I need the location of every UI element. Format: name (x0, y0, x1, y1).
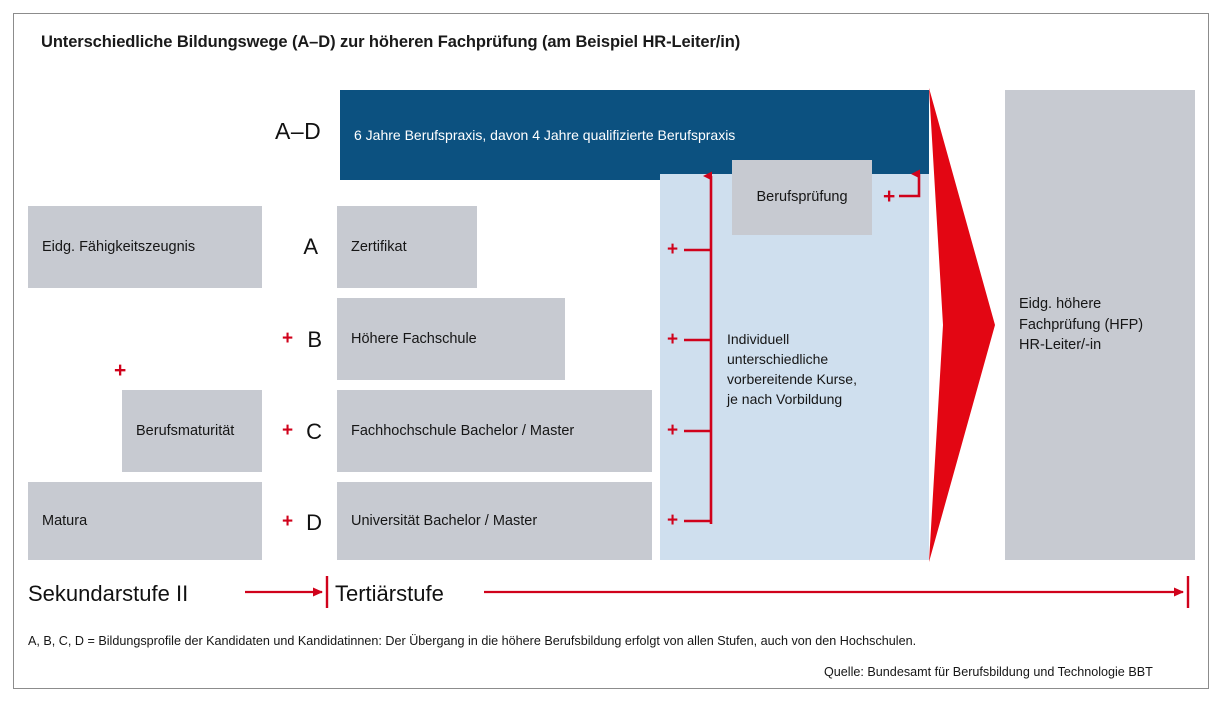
secondary-box-c-label: Berufsmaturität (136, 422, 235, 439)
path-plus-d-icon: + (282, 511, 294, 532)
secondary-box-d: Matura (28, 482, 262, 560)
course-tick-plus-a-icon: + (667, 239, 679, 260)
red-wedge-arrow-icon (929, 88, 995, 562)
result-label: Eidg. höhere Fachprüfung (HFP) HR-Leiter… (1019, 296, 1144, 354)
berufspruefung-label: Berufsprüfung (756, 189, 848, 206)
berufspruefung-box: Berufsprüfung (732, 160, 872, 235)
standalone-plus-icon: + (114, 359, 127, 382)
path-letter-c: C (306, 419, 322, 444)
secondary-box-a-label: Eidg. Fähigkeitszeugnis (42, 238, 196, 255)
source-text: Quelle: Bundesamt für Berufsbildung und … (824, 665, 1153, 679)
path-letter-d: D (306, 510, 322, 535)
page-title: Unterschiedliche Bildungswege (A–D) zur … (41, 33, 741, 51)
secondary-box-c: Berufsmaturität (122, 390, 262, 472)
result-box: Eidg. höhere Fachprüfung (HFP) HR-Leiter… (1005, 90, 1195, 560)
path-plus-b-icon: + (282, 328, 294, 349)
course-tick-plus-b-icon: + (667, 329, 679, 350)
course-tick-plus-d-icon: + (667, 510, 679, 531)
preparatory-courses-panel (660, 174, 929, 560)
path-letter-a: A (303, 234, 318, 259)
path-letter-b: B (307, 327, 322, 352)
tertiary-box-b-label: Höhere Fachschule (351, 330, 477, 347)
tertiary-box-a: Zertifikat (337, 206, 477, 288)
secondary-box-d-label: Matura (42, 512, 88, 529)
stage-label-tertiary: Tertiärstufe (335, 581, 444, 606)
course-tick-plus-c-icon: + (667, 420, 679, 441)
tertiary-box-d-label: Universität Bachelor / Master (351, 512, 538, 529)
tertiary-box-a-label: Zertifikat (351, 238, 407, 255)
tertiary-box-c-label: Fachhochschule Bachelor / Master (351, 422, 575, 439)
preparatory-courses-text: Individuell unterschiedliche vorbereiten… (727, 331, 857, 407)
tertiary-box-c: Fachhochschule Bachelor / Master (337, 390, 652, 472)
tertiary-box-b: Höhere Fachschule (337, 298, 565, 380)
path-plus-c-icon: + (282, 420, 294, 441)
footnote-text: A, B, C, D = Bildungsprofile der Kandida… (28, 634, 917, 648)
stage-label-secondary: Sekundarstufe II (28, 581, 189, 606)
berufspruefung-plus-icon: + (883, 185, 896, 208)
tertiary-box-d: Universität Bachelor / Master (337, 482, 652, 560)
secondary-box-a: Eidg. Fähigkeitszeugnis (28, 206, 262, 288)
path-label-ad: A–D (275, 118, 322, 144)
experience-bar-label: 6 Jahre Berufspraxis, davon 4 Jahre qual… (354, 127, 736, 143)
